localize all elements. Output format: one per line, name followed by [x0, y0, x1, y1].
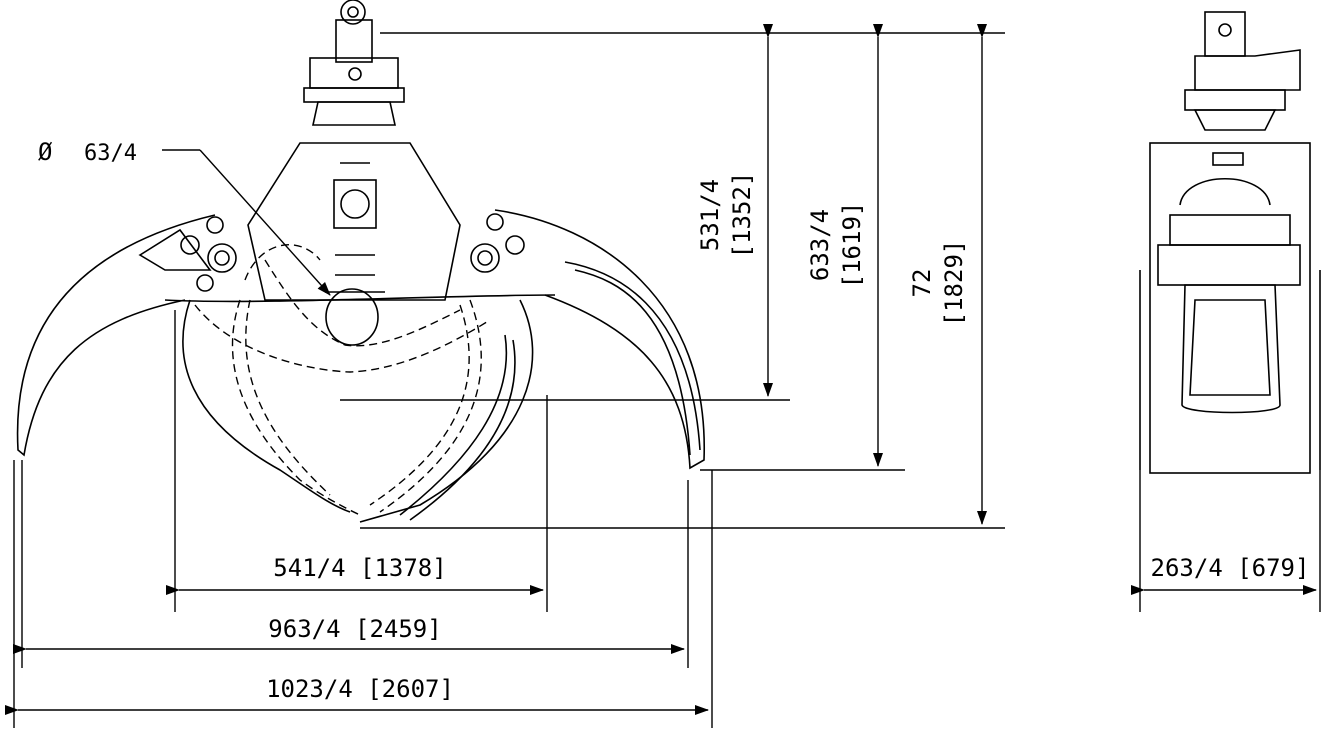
- dim-label-2459: 963/4 [2459]: [268, 615, 441, 643]
- dim-label-2607: 1023/4 [2607]: [266, 675, 454, 703]
- center-bore: [325, 288, 379, 346]
- dim-label-1829: 72 [1829]: [908, 240, 968, 327]
- diameter-symbol: Ø: [38, 138, 53, 166]
- diameter-label: Ø 63/4: [38, 138, 137, 166]
- grapple-front-view: [16, 0, 705, 523]
- pivot-left: [207, 243, 237, 273]
- dimension-lines: [5, 24, 1321, 728]
- pivot-right: [470, 243, 500, 273]
- svg-text:[1619]: [1619]: [838, 202, 866, 289]
- dim-label-1378: 541/4 [1378]: [273, 554, 446, 582]
- svg-text:531/4: 531/4: [696, 179, 724, 251]
- svg-text:[1829]: [1829]: [940, 240, 968, 327]
- grapple-side-view: [1139, 11, 1321, 474]
- dim-label-1619: 633/4 [1619]: [806, 202, 866, 289]
- svg-text:[1352]: [1352]: [728, 172, 756, 259]
- left-tine: [16, 214, 216, 457]
- dim-label-1352: 531/4 [1352]: [696, 172, 756, 259]
- svg-text:633/4: 633/4: [806, 209, 834, 281]
- logo-plate: [333, 179, 377, 229]
- right-tine: [494, 209, 705, 470]
- dim-label-679: 263/4 [679]: [1151, 554, 1310, 582]
- diameter-value: 63/4: [84, 141, 137, 166]
- grapple-body: [247, 142, 461, 301]
- grapple-closed-position: [194, 244, 491, 516]
- svg-text:72: 72: [908, 269, 936, 298]
- rotator-head: [303, 0, 405, 126]
